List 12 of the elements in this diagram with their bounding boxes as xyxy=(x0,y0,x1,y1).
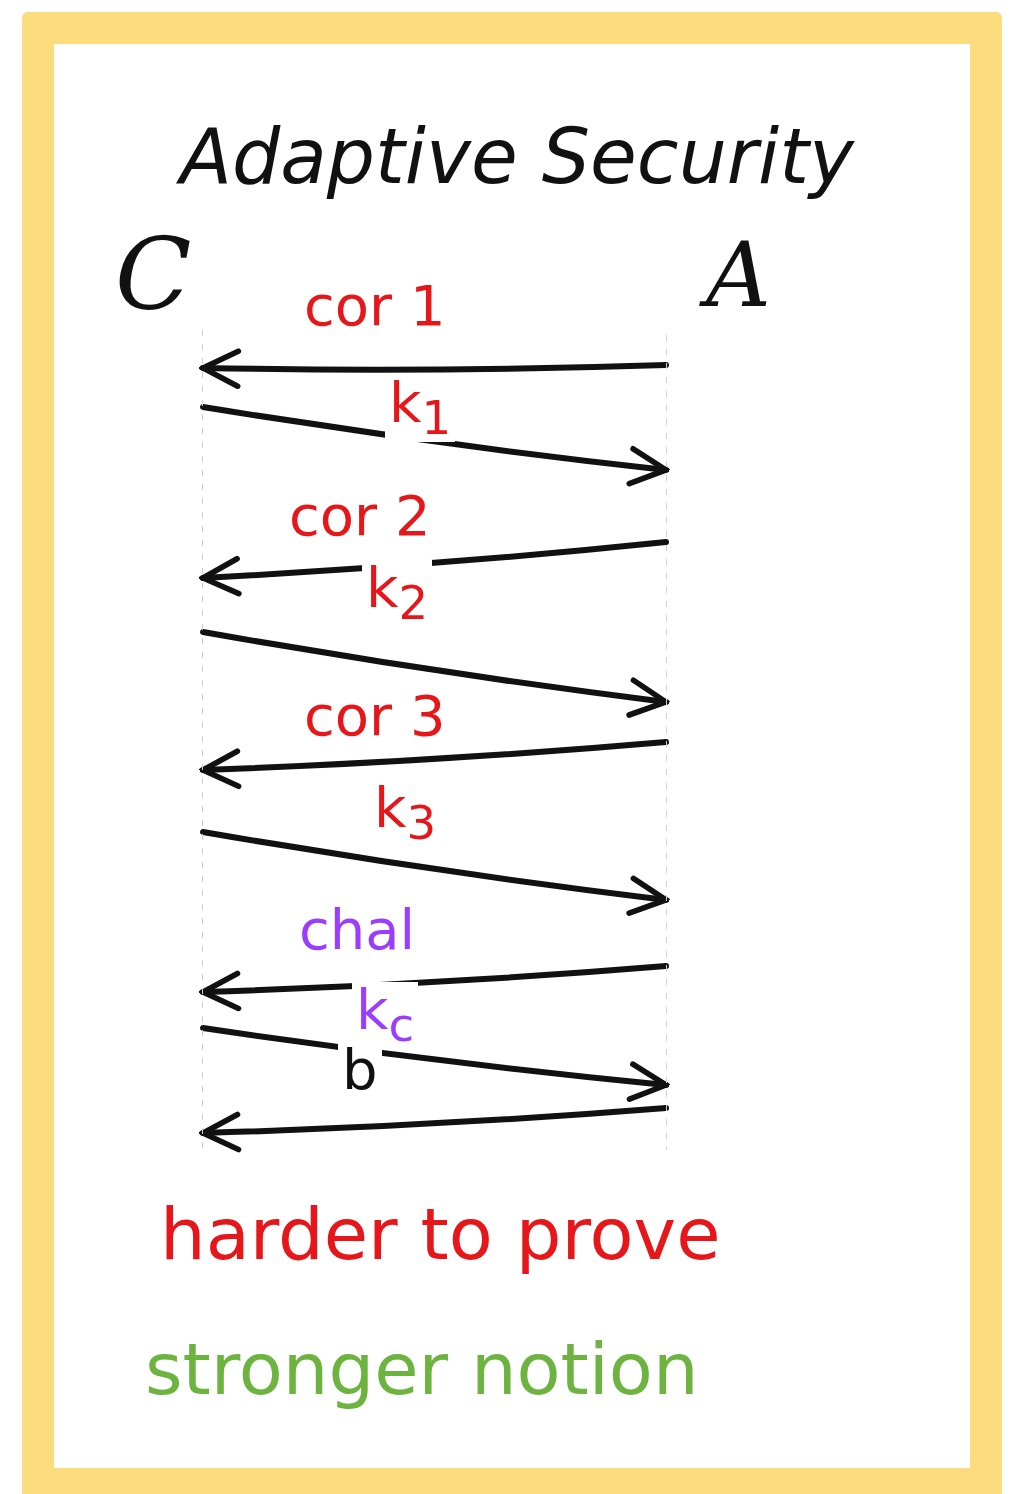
arrow xyxy=(200,963,669,1012)
arrow xyxy=(200,1105,669,1153)
arrow xyxy=(200,404,669,487)
participant-lane: A xyxy=(666,225,786,1150)
arrow xyxy=(200,829,669,916)
participant-lane: C xyxy=(115,220,203,1150)
arrow xyxy=(200,739,669,789)
note-text: stronger notion xyxy=(145,1330,699,1410)
arrow xyxy=(200,348,669,389)
arrow xyxy=(200,1025,669,1102)
arrow xyxy=(200,629,669,718)
note-text: harder to prove xyxy=(160,1195,721,1275)
